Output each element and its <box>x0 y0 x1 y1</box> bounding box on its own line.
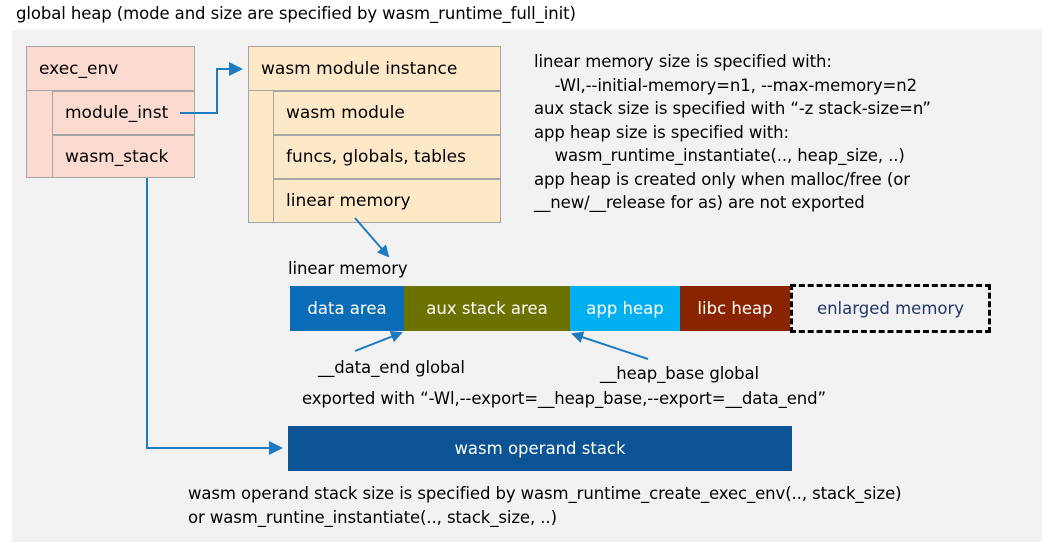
linear-memory-notes: linear memory size is specified with: -W… <box>534 50 1034 215</box>
wasm-operand-stack-box: wasm operand stack <box>288 426 792 471</box>
memory-segment-enlarged-memory: enlarged memory <box>790 284 991 333</box>
exec-env-field-wasm-stack: wasm_stack <box>52 135 195 178</box>
linear-memory-notes-line-6: __new/__release for as) are not exported <box>534 193 865 212</box>
memory-segment-aux-stack-area: aux stack area <box>404 286 570 331</box>
memory-segment-data-area-label: data area <box>307 299 387 318</box>
annotation-heap-base-global: __heap_base global <box>600 364 760 383</box>
linear-memory-notes-line-1: -Wl,--initial-memory=n1, --max-memory=n2 <box>534 75 918 95</box>
exec-env-header-label: exec_env <box>39 58 119 79</box>
annotation-exported-with: exported with “-Wl,--export=__heap_base,… <box>302 389 826 408</box>
module-instance-header: wasm module instance <box>248 46 501 91</box>
annotation-data-end-global: __data_end global <box>318 358 465 377</box>
exec-env-field-wasm-stack-label: wasm_stack <box>65 146 169 167</box>
operand-stack-notes-line-1: or wasm_runtine_instantiate(.., stack_si… <box>188 507 557 527</box>
exec-env-field-module-inst: module_inst <box>52 91 195 135</box>
memory-segment-app-heap: app heap <box>570 286 680 331</box>
module-instance-field-wasm-module-label: wasm module <box>286 103 405 123</box>
linear-memory-notes-line-5: app heap is created only when malloc/fre… <box>534 169 910 189</box>
module-instance-field-linear-memory: linear memory <box>273 179 501 223</box>
memory-segment-app-heap-label: app heap <box>586 299 664 318</box>
memory-segment-libc-heap: libc heap <box>680 286 790 331</box>
memory-segment-libc-heap-label: libc heap <box>697 299 773 318</box>
exec-env-field-module-inst-label: module_inst <box>65 103 169 123</box>
page-title: global heap (mode and size are specified… <box>16 4 576 23</box>
linear-memory-bar-label: linear memory <box>288 259 408 278</box>
memory-segment-aux-stack-area-label: aux stack area <box>426 299 548 318</box>
operand-stack-notes-line-0: wasm operand stack size is specified by … <box>188 484 902 503</box>
module-instance-field-wasm-module: wasm module <box>273 91 501 135</box>
linear-memory-notes-line-2: aux stack size is specified with “-z sta… <box>534 99 931 118</box>
wasm-operand-stack-label: wasm operand stack <box>454 439 626 458</box>
linear-memory-notes-line-0: linear memory size is specified with: <box>534 52 832 71</box>
linear-memory-notes-line-4: wasm_runtime_instantiate(.., heap_size, … <box>534 146 905 165</box>
module-instance-field-linear-memory-label: linear memory <box>286 191 411 211</box>
memory-segment-enlarged-memory-label: enlarged memory <box>816 299 965 318</box>
module-instance-field-funcs-globals-tables: funcs, globals, tables <box>273 135 501 179</box>
memory-segment-data-area: data area <box>290 286 404 331</box>
module-instance-header-label: wasm module instance <box>261 58 458 79</box>
exec-env-header: exec_env <box>26 46 195 91</box>
operand-stack-notes: wasm operand stack size is specified by … <box>188 482 1028 529</box>
module-instance-field-funcs-globals-tables-label: funcs, globals, tables <box>286 147 466 167</box>
linear-memory-notes-line-3: app heap size is specified with: <box>534 122 789 142</box>
